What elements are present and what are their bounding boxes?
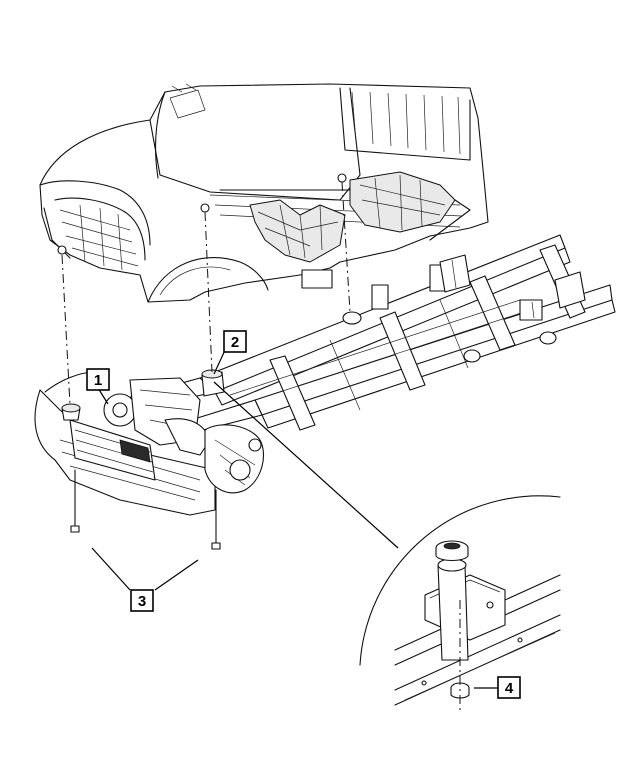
callout-4: 4 [497, 676, 521, 699]
alignment-lines [61, 181, 351, 406]
callout-4-label: 4 [505, 680, 514, 697]
detail-view [359, 495, 561, 712]
chassis-frame [119, 234, 616, 437]
callout-1: 1 [86, 368, 110, 391]
callout-2-label: 2 [231, 334, 239, 351]
callout-1-label: 1 [94, 372, 102, 389]
mount-bolts [70, 469, 221, 550]
callout-2: 2 [223, 330, 247, 353]
front-end-assembly [34, 369, 264, 516]
callout-3: 3 [130, 589, 154, 612]
truck-body [39, 83, 489, 303]
callout-3-label: 3 [138, 593, 146, 610]
